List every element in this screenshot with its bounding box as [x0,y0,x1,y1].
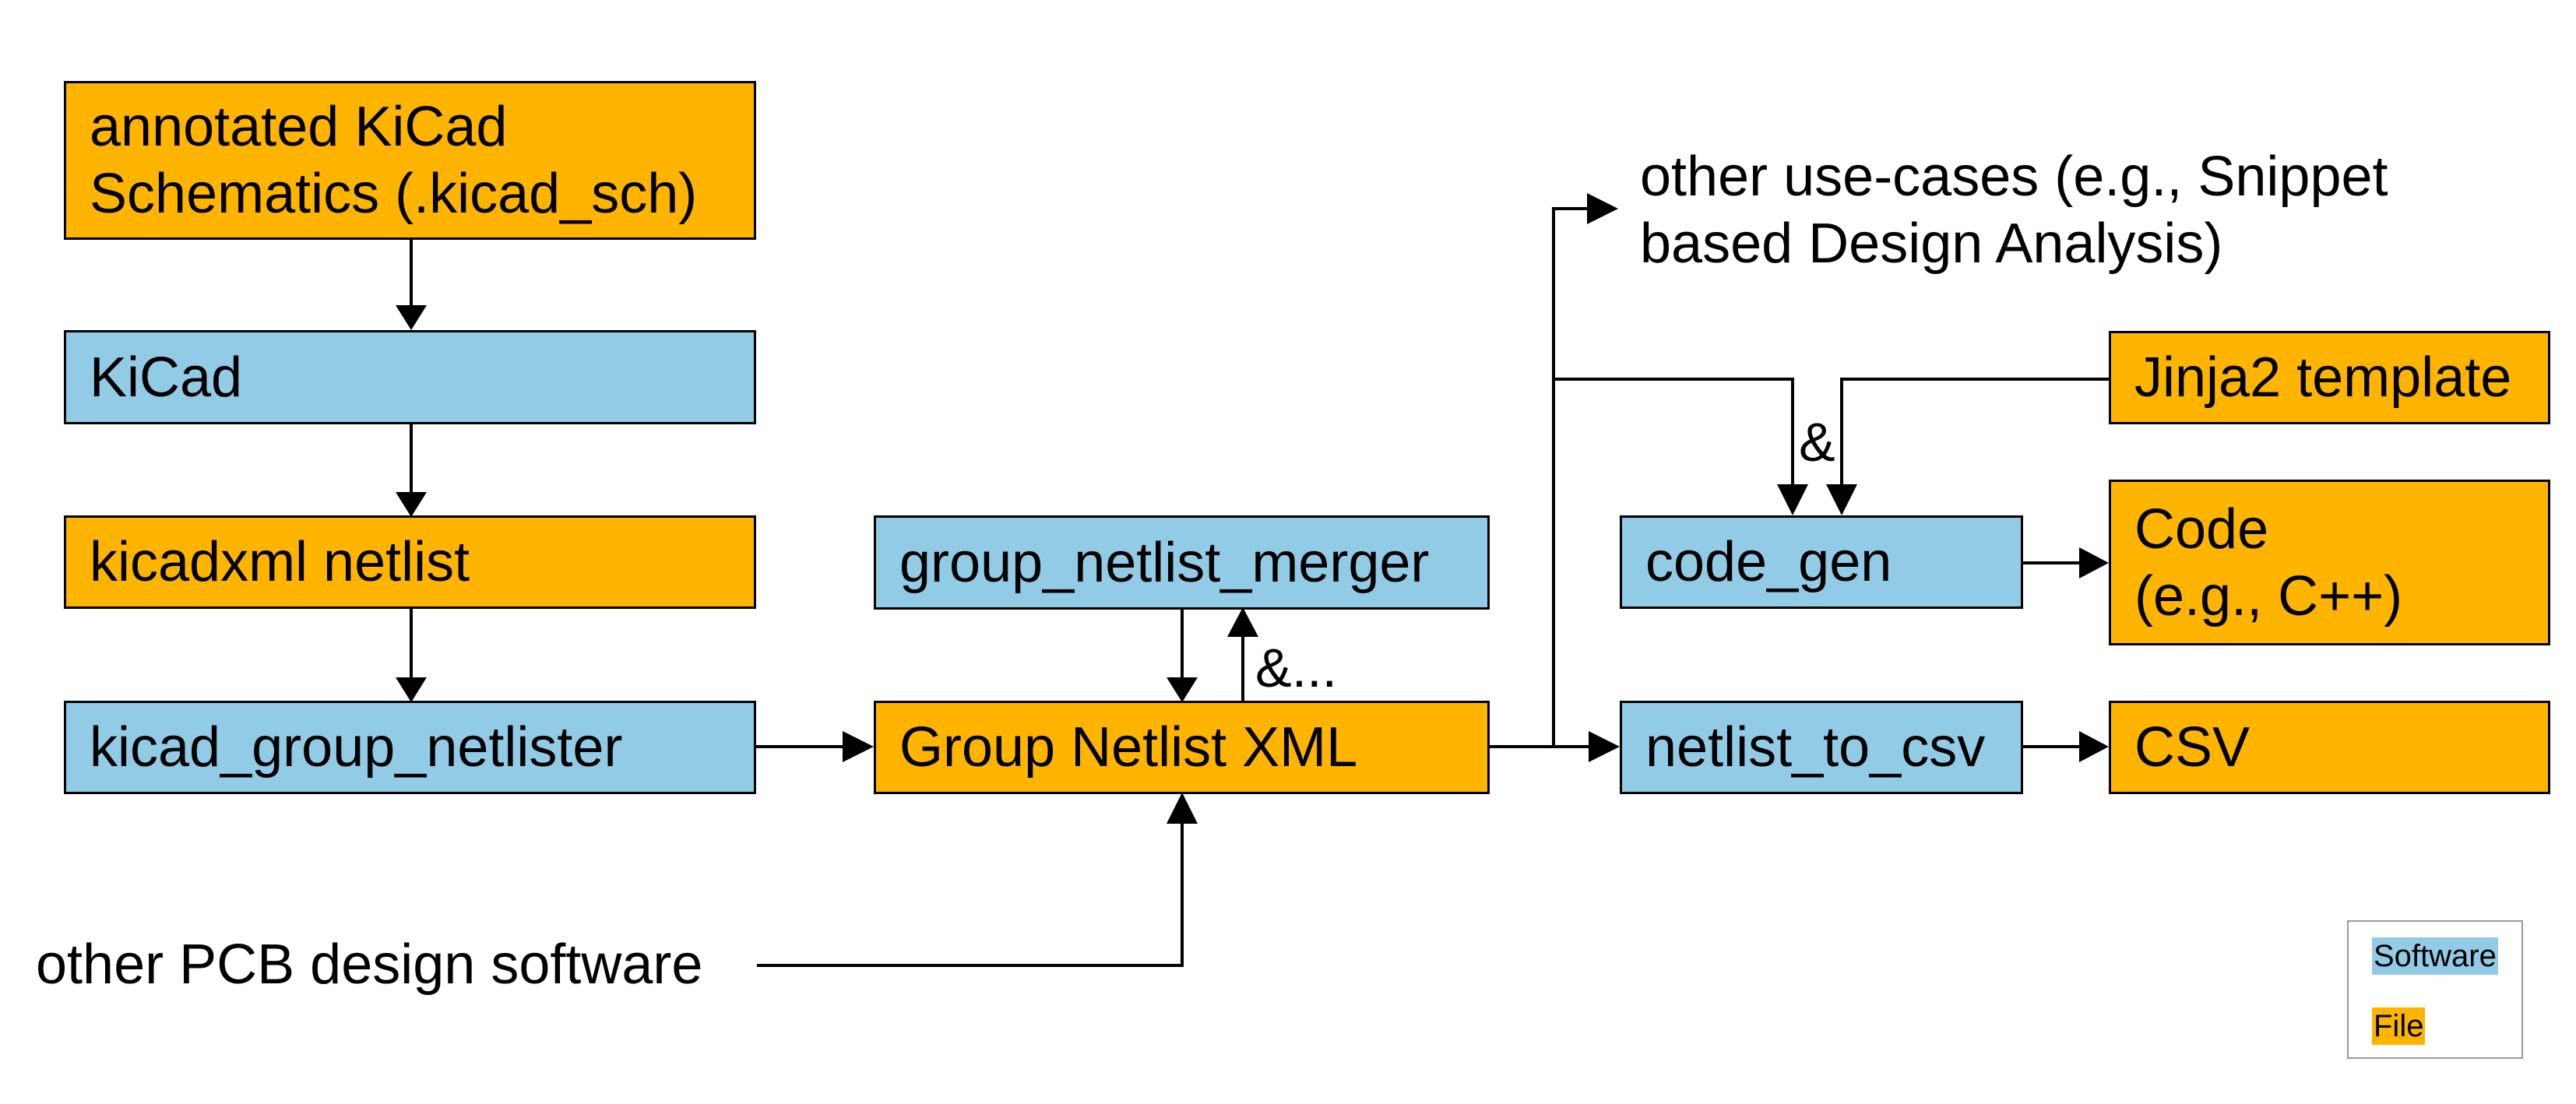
node-csv-label: CSV [2134,716,2250,779]
arrowhead [2079,731,2109,762]
node-group-netlist-xml-label: Group Netlist XML [899,716,1358,779]
arrowhead [843,731,874,762]
codegen-ampersand-label: & [1799,412,1835,473]
node-jinja2-template: Jinja2 template [2109,331,2550,424]
other-pcb-software-label: other PCB design software [36,933,703,996]
legend-file: File [2372,1007,2426,1045]
node-kicad-group-netlister-label: kicad_group_netlister [90,716,623,779]
node-group-netlist-merger-label: group_netlist_merger [899,531,1430,594]
node-kicad-schematics-line1: annotated KiCad [90,96,508,158]
arrowhead [396,677,427,702]
arrowhead [1167,677,1198,702]
arrowhead [1167,793,1198,824]
node-kicad-label: KiCad [90,346,243,409]
node-kicad: KiCad [64,330,756,424]
legend-software: Software [2372,937,2498,975]
arrowhead [396,492,427,517]
legend: Software File [2347,920,2523,1059]
node-kicad-schematics-line2: Schematics (.kicad_sch) [90,163,698,225]
node-code-line1: Code [2134,498,2269,561]
arrowhead [2079,547,2109,578]
merger-ampersand-label: &... [1255,638,1338,698]
node-netlist-to-csv: netlist_to_csv [1620,701,2023,794]
edge-xml-to-codegen [1554,378,1794,490]
arrowhead [1589,731,1620,762]
edge-other-pcb-to-xml [757,817,1184,967]
arrowhead [1777,484,1808,515]
node-kicad-group-netlister: kicad_group_netlister [64,701,756,794]
other-use-cases-text: other use-cases (e.g., Snippet based Des… [1640,143,2388,277]
node-group-netlist-xml: Group Netlist XML [874,701,1490,794]
node-kicadxml-netlist: kicadxml netlist [64,515,756,609]
node-code: Code (e.g., C++) [2109,480,2550,645]
arrowhead [1227,607,1258,637]
node-code-line2: (e.g., C++) [2134,564,2403,628]
edge-xml-branch [1490,207,1589,748]
node-kicad-schematics: annotated KiCad Schematics (.kicad_sch) [64,81,756,240]
node-code-gen: code_gen [1620,515,2023,609]
node-csv: CSV [2109,701,2550,794]
other-use-cases-line2: based Design Analysis) [1640,213,2223,275]
node-netlist-to-csv-label: netlist_to_csv [1645,716,1986,779]
edge-jinja2-to-codegen [1840,378,2109,490]
arrowhead [396,305,427,330]
arrowhead [1587,193,1618,224]
arrowhead [1826,484,1857,515]
node-jinja2-template-label: Jinja2 template [2134,346,2512,409]
node-group-netlist-merger: group_netlist_merger [874,515,1490,610]
node-kicadxml-netlist-label: kicadxml netlist [90,531,470,593]
other-use-cases-line1: other use-cases (e.g., Snippet [1640,146,2388,208]
node-code-gen-label: code_gen [1645,531,1892,593]
